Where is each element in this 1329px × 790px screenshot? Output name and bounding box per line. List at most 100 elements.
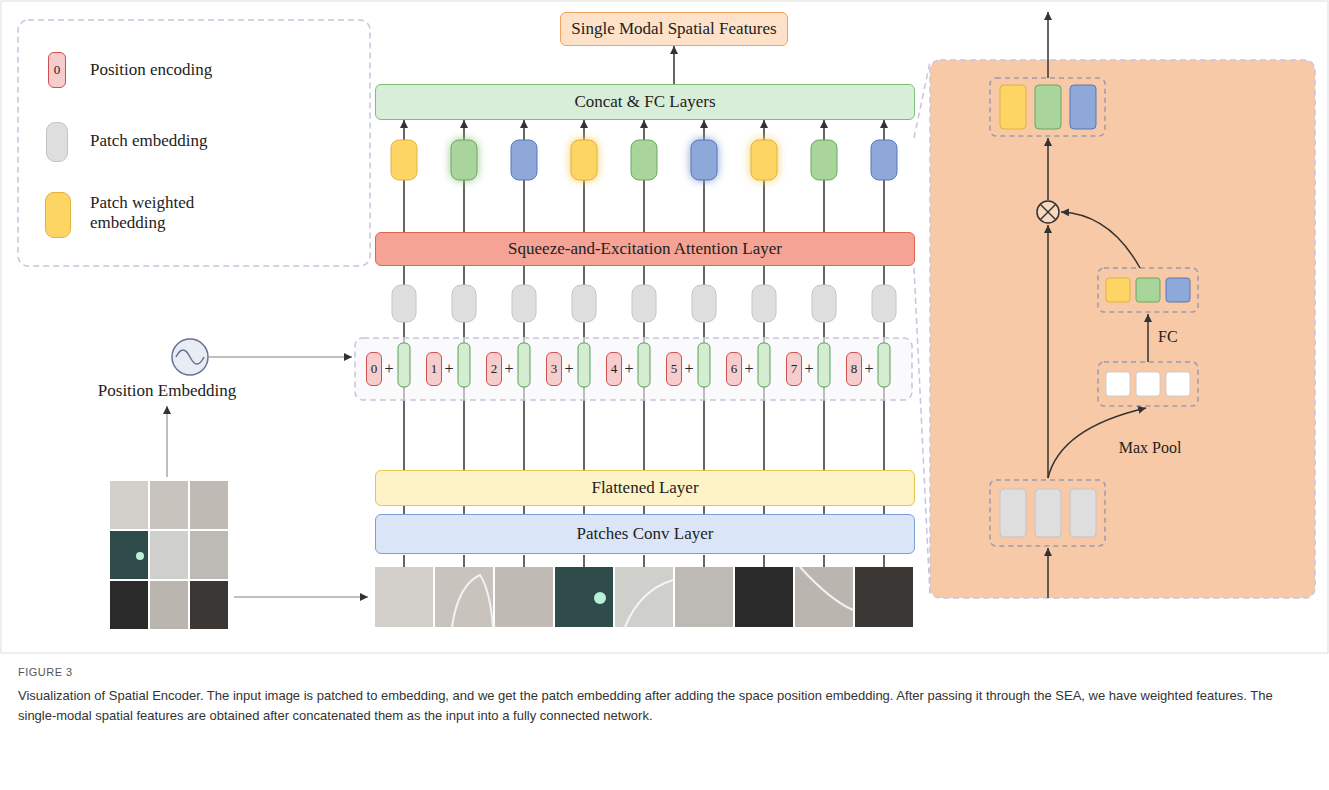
patch-vector bbox=[398, 343, 410, 387]
weighted-token bbox=[691, 140, 717, 180]
image-cell bbox=[150, 531, 188, 579]
node-text: Single Modal Spatial Features bbox=[571, 19, 776, 39]
detail-panel bbox=[930, 60, 1315, 598]
weighted-token bbox=[631, 140, 657, 180]
plus-sign: + bbox=[624, 360, 633, 378]
node-text: Concat & FC Layers bbox=[574, 92, 715, 112]
image-cell bbox=[150, 581, 188, 629]
patch-wire bbox=[403, 555, 405, 567]
fc-group bbox=[1098, 268, 1198, 312]
image-patch bbox=[855, 567, 913, 627]
zoom-line bbox=[914, 62, 930, 138]
image-cell bbox=[110, 481, 148, 529]
image-patch bbox=[675, 567, 733, 627]
node-text: Flattened Layer bbox=[591, 478, 698, 498]
patch-vector bbox=[518, 343, 530, 387]
patch-wire bbox=[703, 555, 705, 567]
patch-embedding bbox=[872, 285, 896, 322]
image-patch bbox=[795, 567, 853, 627]
weighted-token bbox=[451, 140, 477, 180]
position-pill: 6 bbox=[726, 352, 742, 386]
light-hint bbox=[594, 592, 606, 604]
image-cell bbox=[110, 581, 148, 629]
position-pill: 8 bbox=[846, 352, 862, 386]
glass-hint bbox=[452, 575, 493, 627]
node-text: 1 bbox=[431, 361, 438, 377]
light-hint bbox=[136, 552, 144, 560]
flow-arrow bbox=[1147, 314, 1149, 362]
output-box: Single Modal Spatial Features bbox=[560, 12, 788, 46]
encoding-group-frame bbox=[355, 338, 912, 400]
node-text: 0 bbox=[371, 361, 378, 377]
legend-sample-number: 0 bbox=[54, 62, 61, 78]
layer-box: Patches Conv Layer bbox=[375, 514, 915, 554]
plus-sign: + bbox=[564, 360, 573, 378]
connector bbox=[403, 506, 405, 514]
patch-embedding bbox=[1000, 489, 1026, 537]
part-label: Position Embedding bbox=[98, 381, 236, 401]
image-patch bbox=[555, 567, 613, 627]
legend-frame bbox=[18, 20, 370, 266]
sine-wave bbox=[176, 350, 204, 364]
patch-embedding bbox=[812, 285, 836, 322]
node-text: 2 bbox=[491, 361, 498, 377]
flow-arrow bbox=[1061, 212, 1140, 268]
flow-arrow bbox=[1047, 225, 1049, 478]
sine-icon bbox=[172, 339, 208, 375]
node-text: 4 bbox=[611, 361, 618, 377]
plus-sign: + bbox=[804, 360, 813, 378]
legend-swatch bbox=[45, 192, 71, 238]
patch-wire bbox=[883, 555, 885, 567]
legend-text: Patch weighted embedding bbox=[90, 193, 230, 234]
weighted-token bbox=[871, 140, 897, 180]
position-pill: 5 bbox=[666, 352, 682, 386]
flow-arrow bbox=[166, 406, 168, 477]
output-group bbox=[990, 78, 1105, 136]
connector bbox=[883, 506, 885, 514]
layer-box: Flattened Layer bbox=[375, 470, 915, 506]
weighted-token bbox=[511, 140, 537, 180]
patch-wire bbox=[523, 555, 525, 567]
glass-hint bbox=[625, 580, 673, 627]
flow-arrow bbox=[209, 356, 352, 358]
multiply-symbol bbox=[1040, 204, 1056, 220]
zoom-line bbox=[914, 268, 930, 596]
connector bbox=[583, 506, 585, 514]
image-patch bbox=[735, 567, 793, 627]
multiply-symbol bbox=[1037, 201, 1059, 223]
image-cell bbox=[150, 481, 188, 529]
figure-number: FIGURE 3 bbox=[18, 666, 73, 678]
patch-wire bbox=[643, 555, 645, 567]
position-pill: 2 bbox=[486, 352, 502, 386]
patch-vector bbox=[878, 343, 890, 387]
weighted-token bbox=[811, 140, 837, 180]
image-patch bbox=[435, 567, 493, 627]
pool-cell bbox=[1136, 372, 1160, 396]
weight-cell bbox=[1136, 278, 1160, 302]
node-text: Patches Conv Layer bbox=[577, 524, 714, 544]
connector bbox=[703, 506, 705, 514]
connector bbox=[673, 46, 675, 84]
patch-vector bbox=[578, 343, 590, 387]
multiply-symbol bbox=[1040, 204, 1056, 220]
glass-hint bbox=[800, 567, 853, 610]
weighted-token bbox=[391, 140, 417, 180]
position-pill: 3 bbox=[546, 352, 562, 386]
node-text: Squeeze-and-Excitation Attention Layer bbox=[508, 239, 782, 259]
patch-embedding bbox=[692, 285, 716, 322]
plus-sign: + bbox=[864, 360, 873, 378]
patch-vector bbox=[638, 343, 650, 387]
connector bbox=[823, 506, 825, 514]
patch-embedding bbox=[632, 285, 656, 322]
patch-embedding bbox=[392, 285, 416, 322]
patch-wire bbox=[463, 555, 465, 567]
weighted-token bbox=[1000, 85, 1026, 129]
patch-vector bbox=[458, 343, 470, 387]
image-cell bbox=[110, 531, 148, 579]
pool-cell bbox=[1166, 372, 1190, 396]
position-pill: 0 bbox=[366, 352, 382, 386]
image-cell bbox=[190, 481, 228, 529]
connector bbox=[523, 506, 525, 514]
patch-embedding bbox=[752, 285, 776, 322]
position-pill: 4 bbox=[606, 352, 622, 386]
